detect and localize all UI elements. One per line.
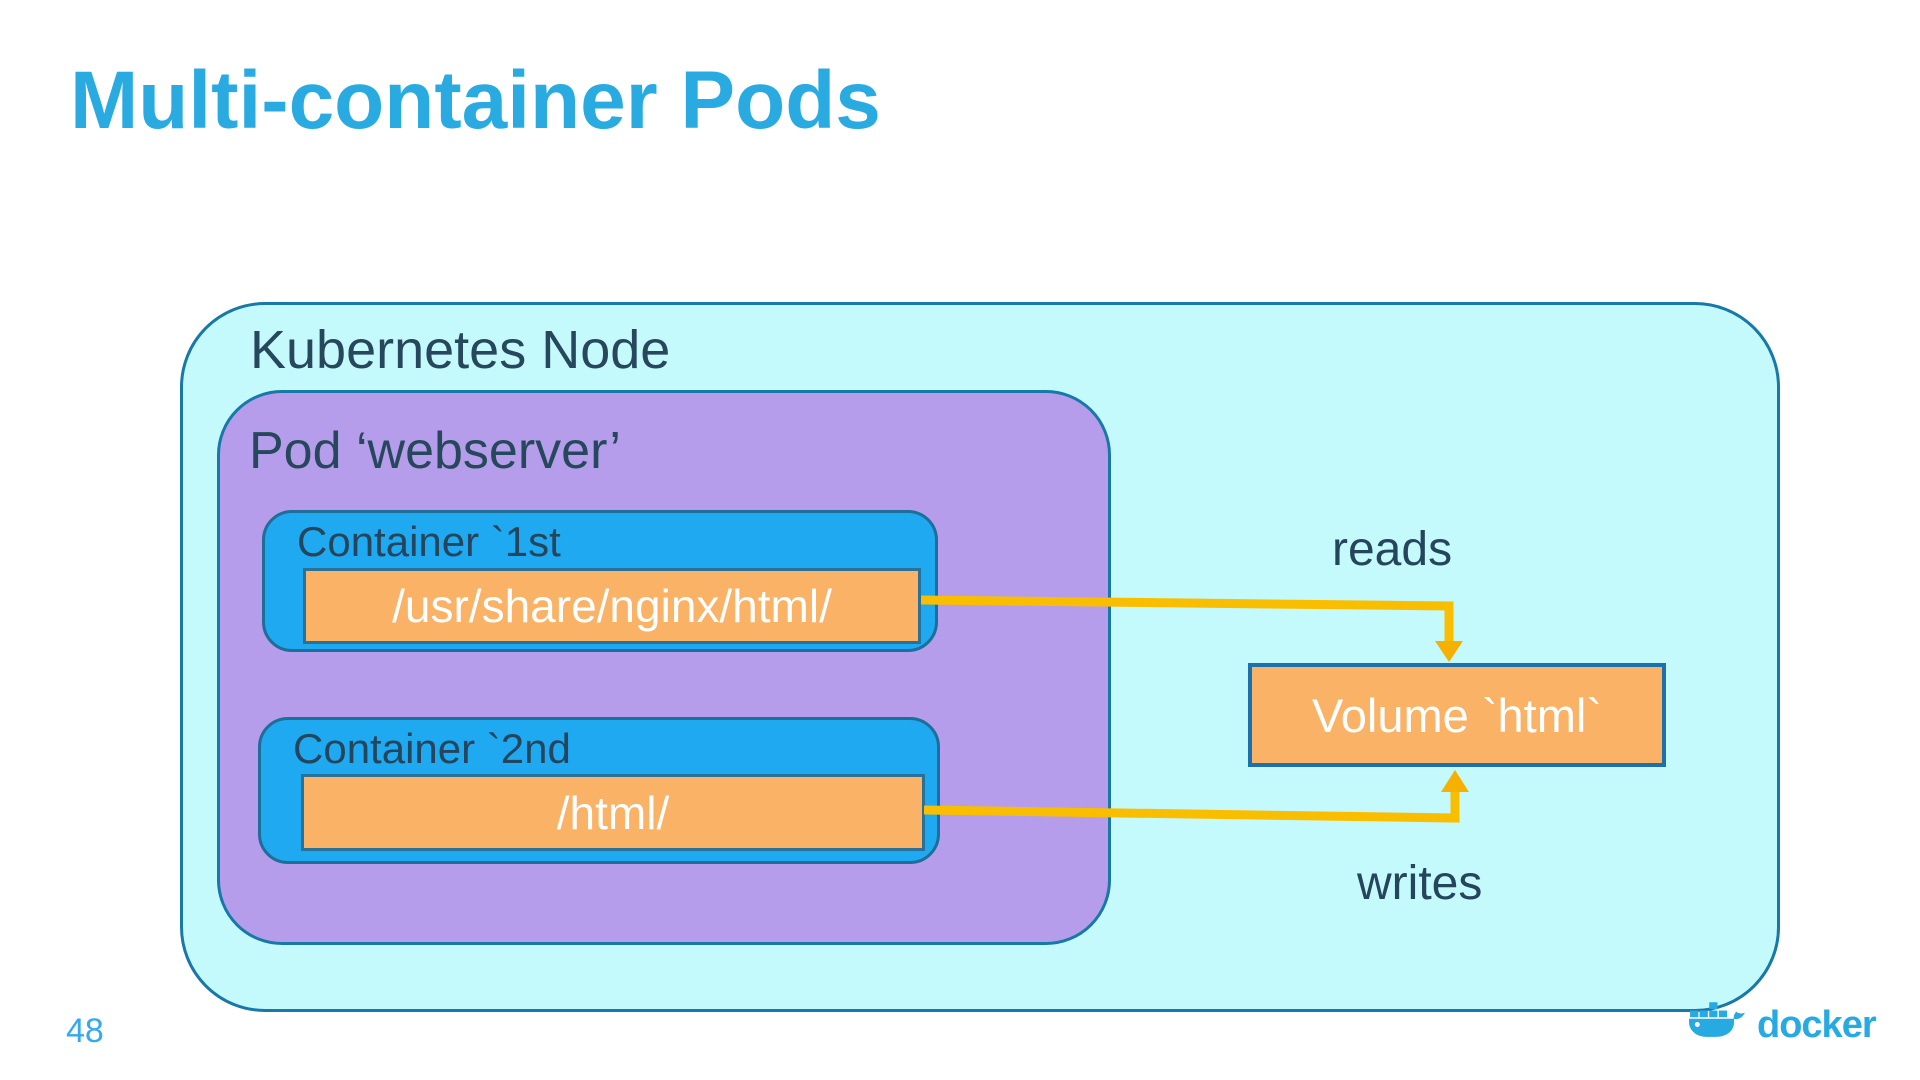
docker-wordmark: docker (1757, 1004, 1877, 1046)
docker-whale-icon (1689, 1002, 1745, 1037)
container-1st-mount-path: /usr/share/nginx/html/ (303, 568, 921, 644)
container-2nd-box: Container `2nd /html/ (258, 717, 940, 864)
container-2nd-mount-path: /html/ (301, 774, 925, 851)
docker-logo: docker (1688, 1001, 1877, 1049)
page-title: Multi-container Pods (70, 55, 881, 146)
kubernetes-node-label: Kubernetes Node (250, 320, 671, 380)
writes-label: writes (1357, 857, 1483, 910)
reads-label: reads (1332, 523, 1453, 576)
page-number: 48 (66, 1012, 104, 1050)
container-1st-label: Container `1st (297, 518, 561, 565)
container-2nd-label: Container `2nd (293, 725, 571, 772)
volume-box: Volume `html` (1248, 663, 1666, 767)
pod-label: Pod ‘webserver’ (249, 422, 621, 480)
container-1st-box: Container `1st /usr/share/nginx/html/ (262, 510, 938, 652)
